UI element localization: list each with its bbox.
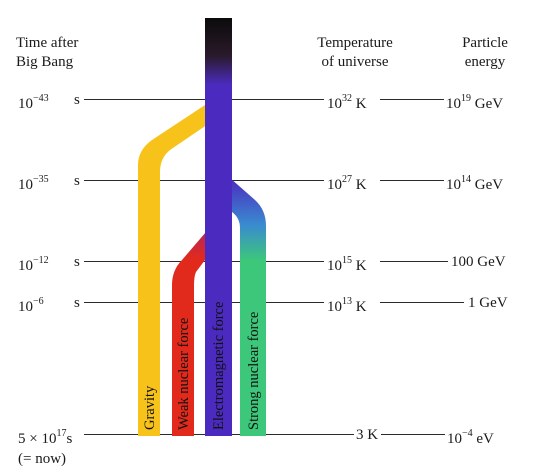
time-label-2: 10−35 — [18, 174, 49, 193]
weak-band — [172, 210, 214, 436]
time-unit-1: s — [74, 92, 80, 108]
time-header-line1: Time after — [16, 35, 79, 51]
temperature-header: Temperature of universe — [300, 34, 410, 72]
energy-label-4: 1 GeV — [468, 295, 508, 311]
strong-band — [228, 178, 266, 436]
temperature-label-4: 1013 K — [327, 296, 367, 315]
time-unit-3: s — [74, 254, 80, 270]
row-rule-5-right — [381, 434, 445, 435]
row-rule-2-left — [84, 180, 324, 181]
energy-header-line1: Particle — [462, 35, 508, 51]
energy-label-5: 10−4 eV — [447, 428, 494, 447]
row-rule-4-left — [84, 302, 324, 303]
time-label-4: 10−6 — [18, 296, 44, 315]
gravity-band — [138, 88, 214, 436]
now-note: (= now) — [18, 451, 67, 467]
energy-label-1: 1019 GeV — [446, 93, 504, 112]
row-rule-1-left — [84, 99, 324, 100]
time-label-5: 5 × 1017s — [18, 428, 73, 447]
temperature-label-3: 1015 K — [327, 255, 367, 274]
temperature-label-1: 1032 K — [327, 93, 367, 112]
temperature-header-line2: of universe — [321, 54, 389, 70]
time-unit-2: s — [74, 173, 80, 189]
time-label-3: 10−12 — [18, 255, 49, 274]
row-rule-1-right — [380, 99, 444, 100]
temperature-header-line1: Temperature — [317, 35, 393, 51]
strong-label: Strong nuclear force — [246, 312, 262, 430]
row-rule-2-right — [380, 180, 444, 181]
time-label-1: 10−43 — [18, 93, 49, 112]
time-unit-4: s — [74, 295, 80, 311]
temperature-label-2: 1027 K — [327, 174, 367, 193]
electromagnetic-label: Electromagnetic force — [211, 302, 227, 430]
row-rule-3-right — [380, 261, 448, 262]
energy-header-line2: energy — [464, 54, 506, 70]
energy-label-2: 1014 GeV — [446, 174, 504, 193]
energy-header: Particle energy — [445, 34, 525, 72]
temperature-label-5: 3 K — [356, 427, 379, 443]
weak-label: Weak nuclear force — [176, 318, 192, 430]
time-header: Time after Big Bang — [16, 34, 78, 72]
row-rule-3-left — [84, 261, 324, 262]
energy-label-3: 100 GeV — [451, 254, 506, 270]
gravity-label: Gravity — [142, 385, 158, 430]
electromagnetic-band — [205, 18, 232, 436]
time-header-line2: Big Bang — [16, 54, 74, 70]
row-rule-4-right — [380, 302, 464, 303]
